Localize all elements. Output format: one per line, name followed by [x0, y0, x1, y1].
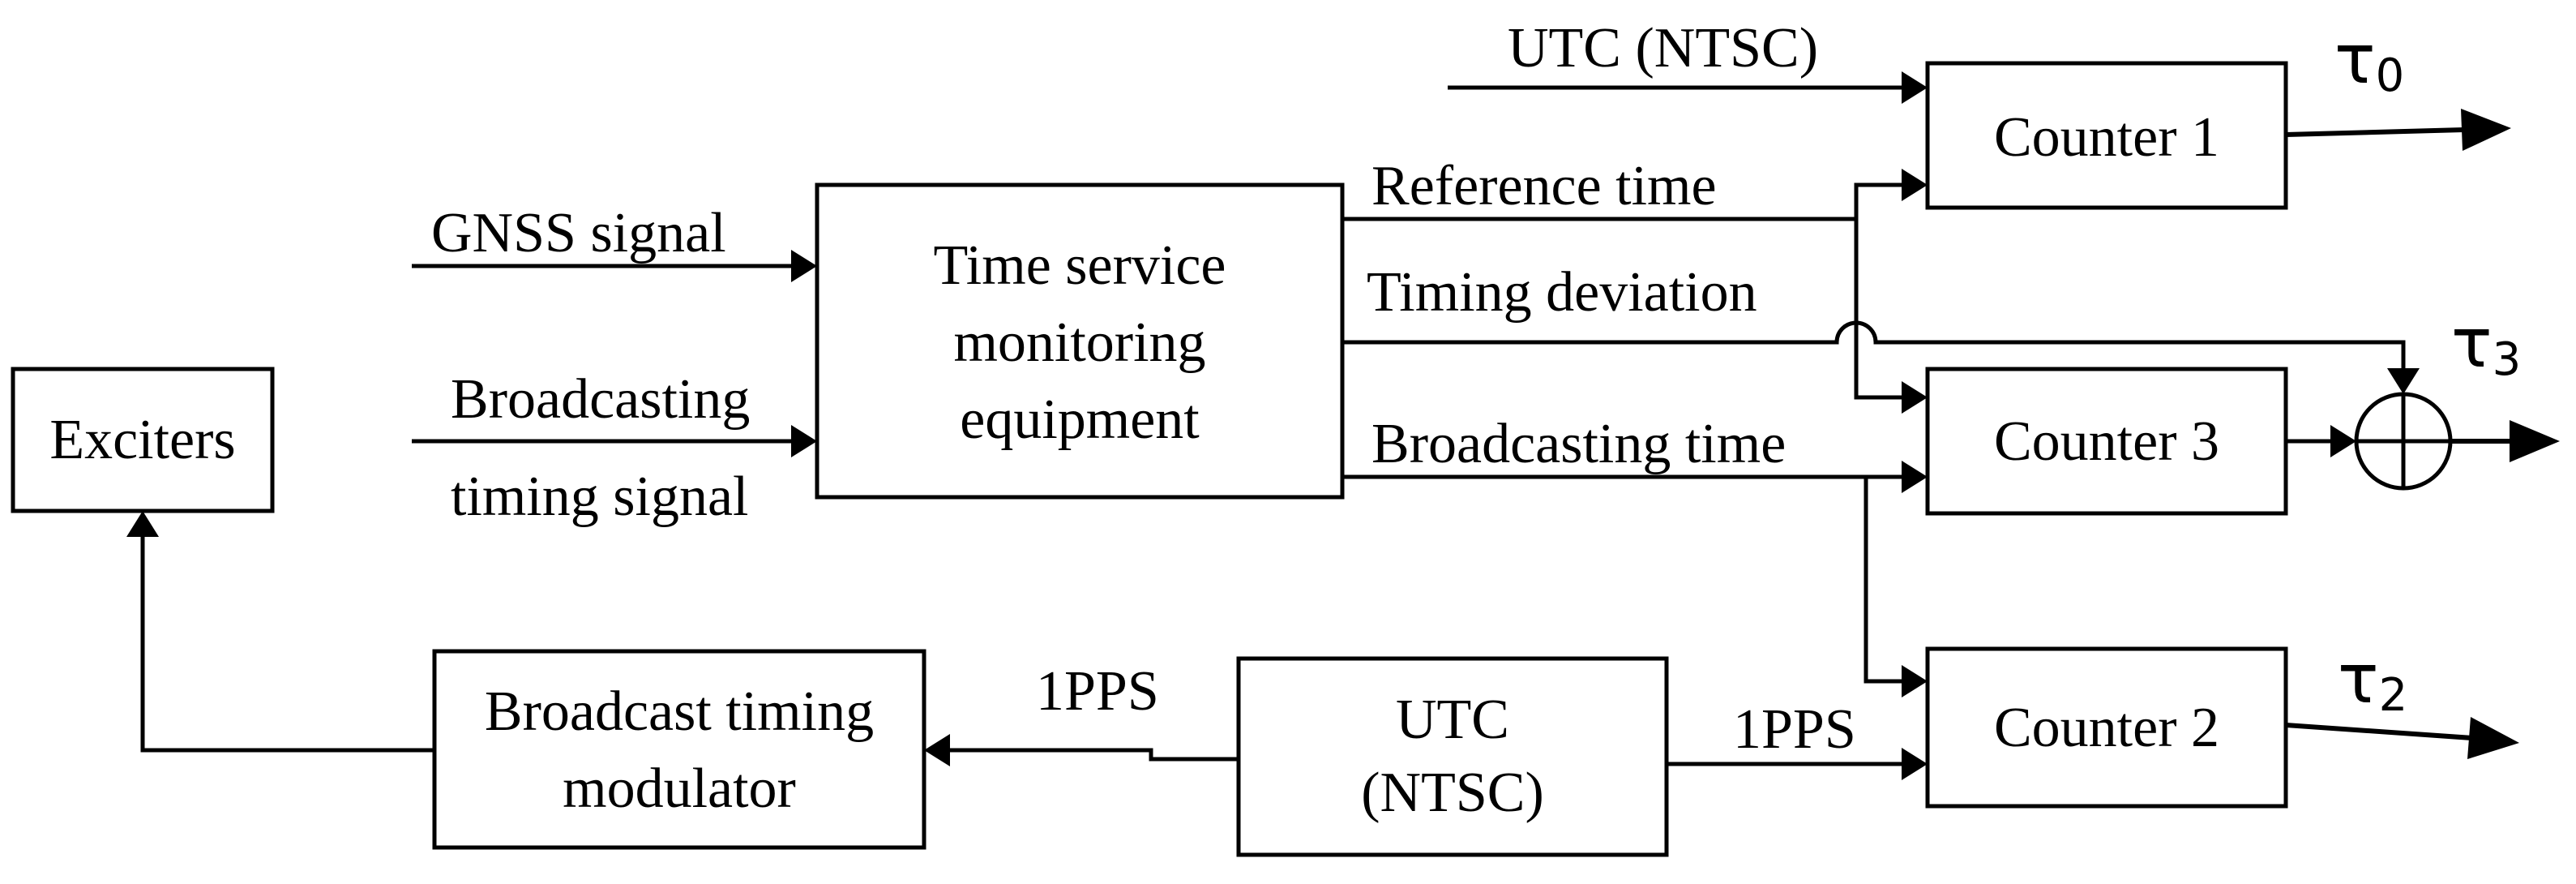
exciters-label: Exciters	[49, 409, 235, 471]
tau0-symbol: τ	[2334, 19, 2376, 99]
tau2-output-arrow	[2285, 717, 2519, 759]
monitor-label-line-2: monitoring	[953, 311, 1205, 374]
pps-left-arrow	[924, 734, 1239, 766]
monitoring-equipment-block: Time service monitoring equipment	[815, 182, 1345, 500]
counter-3-block: Counter 3	[1925, 367, 2288, 516]
counter-1-block: Counter 1	[1925, 61, 2288, 210]
tau2-symbol: τ	[2338, 639, 2379, 719]
tau3-subscript: 3	[2493, 333, 2522, 386]
tau3-symbol: τ	[2451, 303, 2493, 383]
utc-top-arrow	[1448, 71, 1928, 104]
tau0-label: τ0	[2334, 19, 2404, 102]
broadcasting-label-line-2: timing signal	[451, 466, 749, 528]
utc-box-label-line-1: UTC	[1396, 689, 1509, 751]
utc-box-label-line-2: (NTSC)	[1361, 762, 1544, 824]
exciters-block: Exciters	[11, 367, 275, 513]
broadcasting-time-line	[1342, 461, 1928, 697]
monitor-label-line-1: Time service	[934, 234, 1226, 297]
utc-top-label: UTC (NTSC)	[1508, 17, 1818, 79]
counter-1-label: Counter 1	[1994, 106, 2219, 169]
reference-time-line	[1342, 169, 1928, 414]
broadcasting-label-line-1: Broadcasting	[451, 368, 750, 431]
pps-right-label: 1PPS	[1733, 698, 1856, 761]
modulator-label-line-2: modulator	[563, 757, 796, 820]
gnss-signal-label: GNSS signal	[431, 202, 726, 264]
broadcasting-timing-signal-arrow	[412, 425, 817, 457]
pps-left-label: 1PPS	[1036, 660, 1159, 723]
tau2-label: τ2	[2338, 639, 2407, 722]
utc-ntsc-block: UTC (NTSC)	[1236, 656, 1669, 857]
tau3-label: τ3	[2451, 303, 2521, 386]
tau2-subscript: 2	[2379, 669, 2408, 722]
counter-2-block: Counter 2	[1925, 646, 2288, 809]
summing-junction	[2354, 392, 2453, 491]
modulator-to-exciters-arrow	[126, 511, 434, 753]
counter-3-label: Counter 3	[1994, 410, 2219, 473]
reference-time-label: Reference time	[1371, 155, 1717, 217]
pps-right-arrow	[1667, 748, 1928, 780]
tau0-subscript: 0	[2376, 49, 2405, 102]
broadcasting-time-label: Broadcasting time	[1371, 413, 1786, 475]
tau3-output-arrow	[2450, 420, 2560, 462]
modulator-label-line-1: Broadcast timing	[485, 680, 874, 743]
gnss-signal-arrow	[412, 250, 817, 282]
tau0-output-arrow	[2285, 109, 2511, 151]
monitor-label-line-3: equipment	[960, 388, 1200, 451]
counter-2-label: Counter 2	[1994, 697, 2219, 759]
broadcast-timing-modulator-block: Broadcast timing modulator	[432, 649, 926, 850]
counter3-to-sum-arrow	[2286, 425, 2356, 457]
timing-deviation-label: Timing deviation	[1367, 261, 1757, 324]
timing-deviation-line	[1342, 320, 2420, 394]
